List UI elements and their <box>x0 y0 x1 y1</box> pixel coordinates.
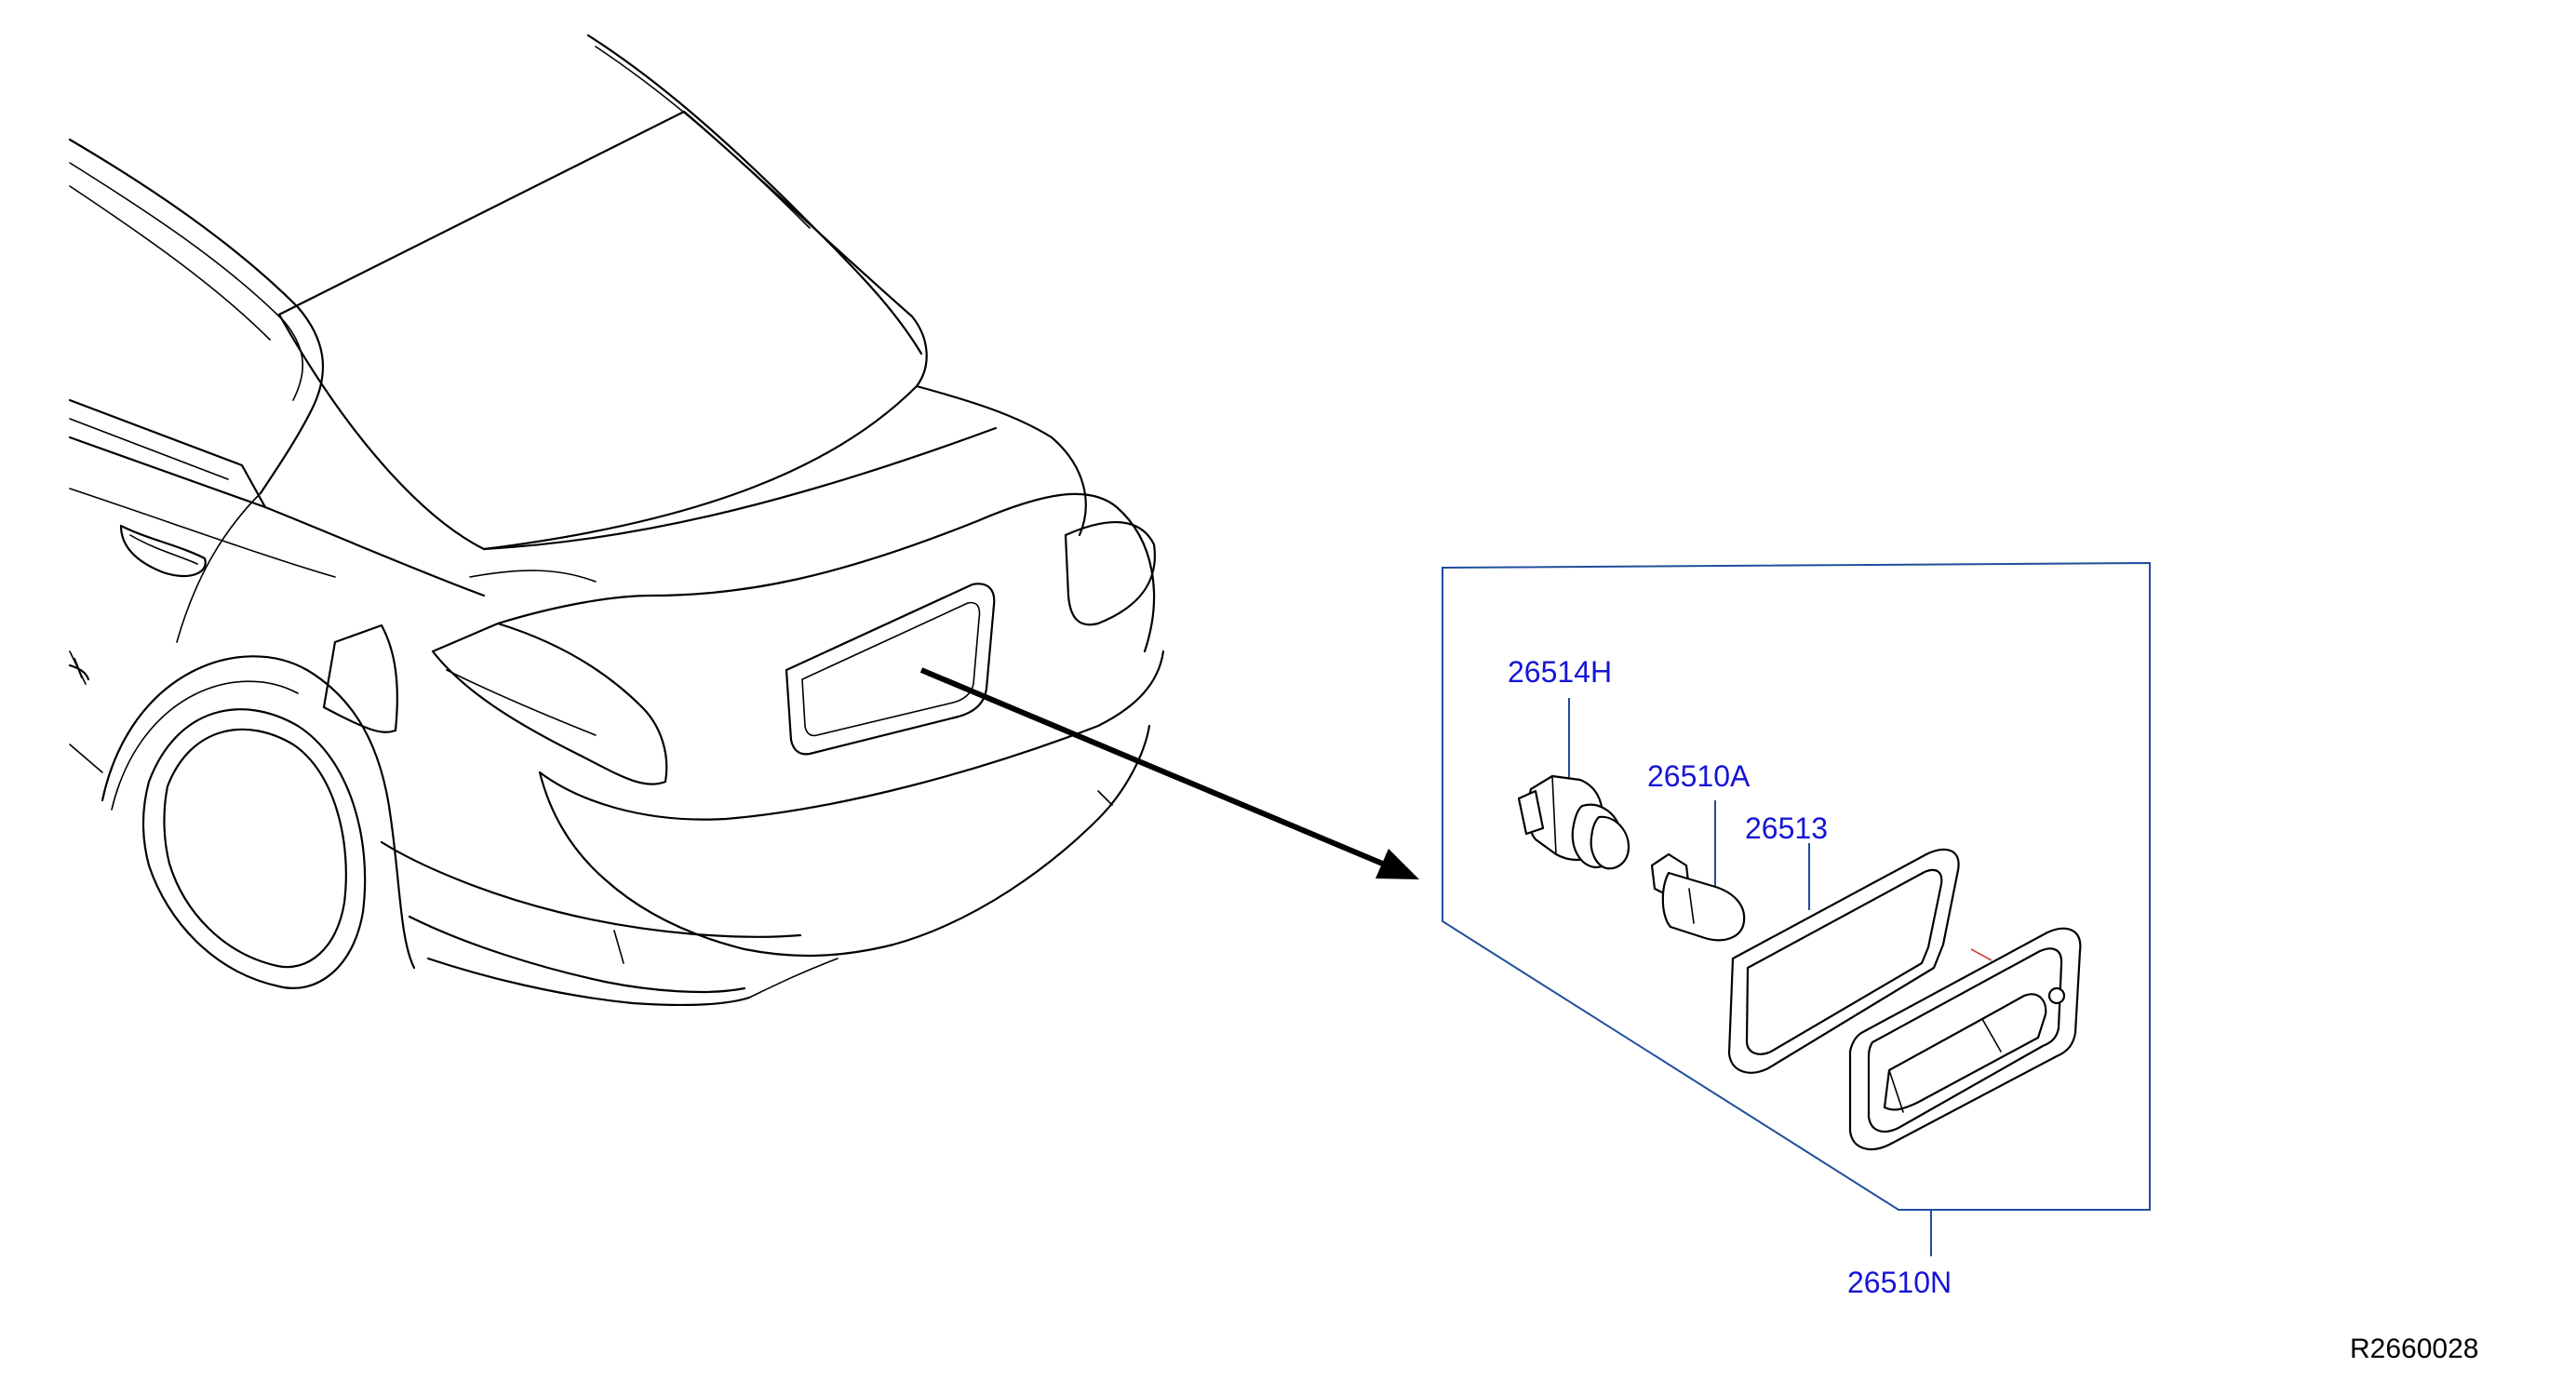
gasket-part <box>1727 848 1960 1074</box>
exploded-view-frame <box>1442 561 2151 1211</box>
guide-mark <box>1970 948 1992 961</box>
label-26513[interactable]: 26513 <box>1745 811 1828 845</box>
car-rear-illustration <box>68 34 1165 1007</box>
label-26514H[interactable]: 26514H <box>1508 655 1613 689</box>
lamp-assembly-part <box>1848 927 2082 1151</box>
label-26510A[interactable]: 26510A <box>1647 759 1751 793</box>
bulb-part <box>1650 852 1746 942</box>
label-26510N[interactable]: 26510N <box>1847 1266 1952 1299</box>
socket-part <box>1517 774 1630 870</box>
pointer-arrow <box>919 667 1419 879</box>
diagram-ref-code: R2660028 <box>2350 1334 2479 1364</box>
